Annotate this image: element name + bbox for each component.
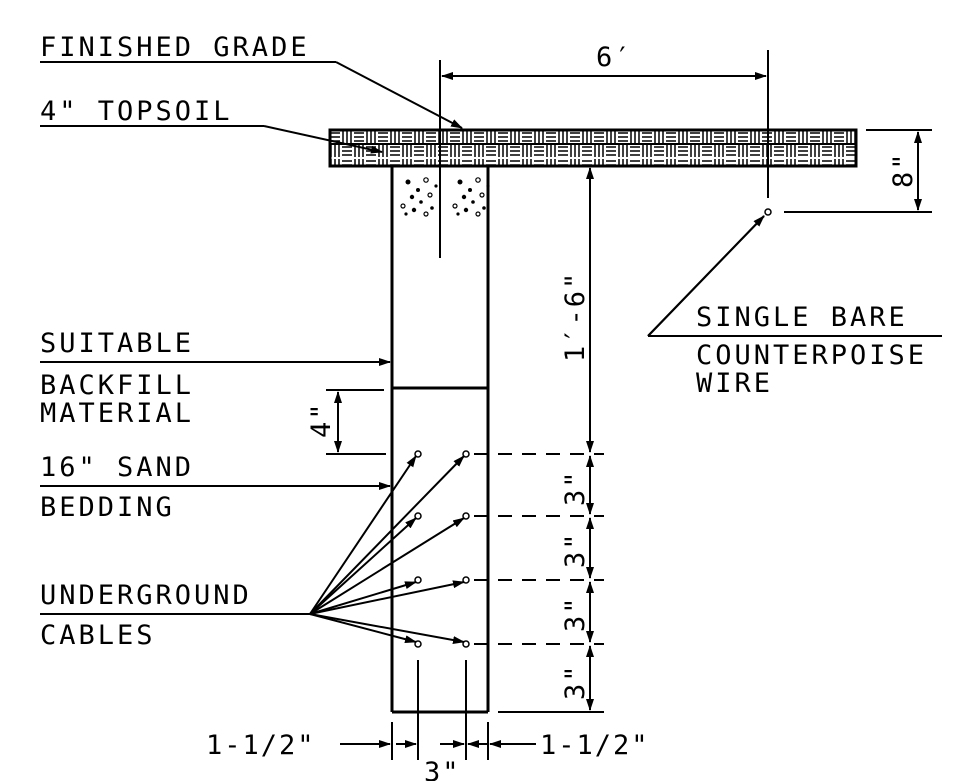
svg-text:16" SAND: 16" SAND [40,452,194,483]
trench-depth-text: 1′-6" [560,271,591,362]
label-sand-bedding: 16" SAND BEDDING [40,452,391,523]
svg-text:UNDERGROUND: UNDERGROUND [40,580,252,611]
topsoil-layer [328,128,858,168]
edge-left-text: 1-1/2" [206,730,316,761]
wire-depth-text: 8" [888,151,919,188]
svg-text:SINGLE BARE: SINGLE BARE [696,302,908,333]
svg-text:WIRE: WIRE [696,368,773,399]
trench [390,166,490,714]
cable-gap-text: 3" [424,757,461,781]
cable-spacing-text-4: 3" [560,663,591,700]
svg-text:COUNTERPOISE: COUNTERPOISE [696,340,927,371]
cable-spacing-text-3: 3" [560,595,591,632]
backfill-gap-dimension: 4" [306,389,386,455]
svg-text:4" TOPSOIL: 4" TOPSOIL [40,96,233,127]
edge-right-text: 1-1/2" [540,730,650,761]
cable-spacing-dimensions: 3" 3" 3" 3" [474,453,604,713]
trench-depth-dimension: 1′-6" [560,167,594,453]
gravel-marks [400,177,490,217]
offset-dimension: 6′ [441,42,769,198]
offset-dimension-text: 6′ [596,42,633,73]
underground-cables [414,450,470,648]
backfill-gap-text: 4" [306,401,337,438]
cable-spacing-text-1: 3" [560,469,591,506]
label-finished-grade: FINISHED GRADE [40,32,463,129]
counterpoise-wire: 8" [764,129,932,216]
label-suitable-backfill: SUITABLE BACKFILL MATERIAL [40,328,391,429]
label-counterpoise: SINGLE BARE COUNTERPOISE WIRE [647,215,942,399]
svg-text:BACKFILL: BACKFILL [40,370,194,401]
svg-text:BEDDING: BEDDING [40,492,175,523]
label-topsoil: 4" TOPSOIL [40,96,383,154]
svg-text:CABLES: CABLES [40,620,156,651]
svg-text:MATERIAL: MATERIAL [40,398,194,429]
label-underground-cables: UNDERGROUND CABLES [40,455,465,651]
cable-spacing-text-2: 3" [560,531,591,568]
svg-text:SUITABLE: SUITABLE [40,328,194,359]
bottom-dimensions: 1-1/2" 1-1/2" 3" [206,660,650,781]
svg-text:FINISHED GRADE: FINISHED GRADE [40,32,310,63]
